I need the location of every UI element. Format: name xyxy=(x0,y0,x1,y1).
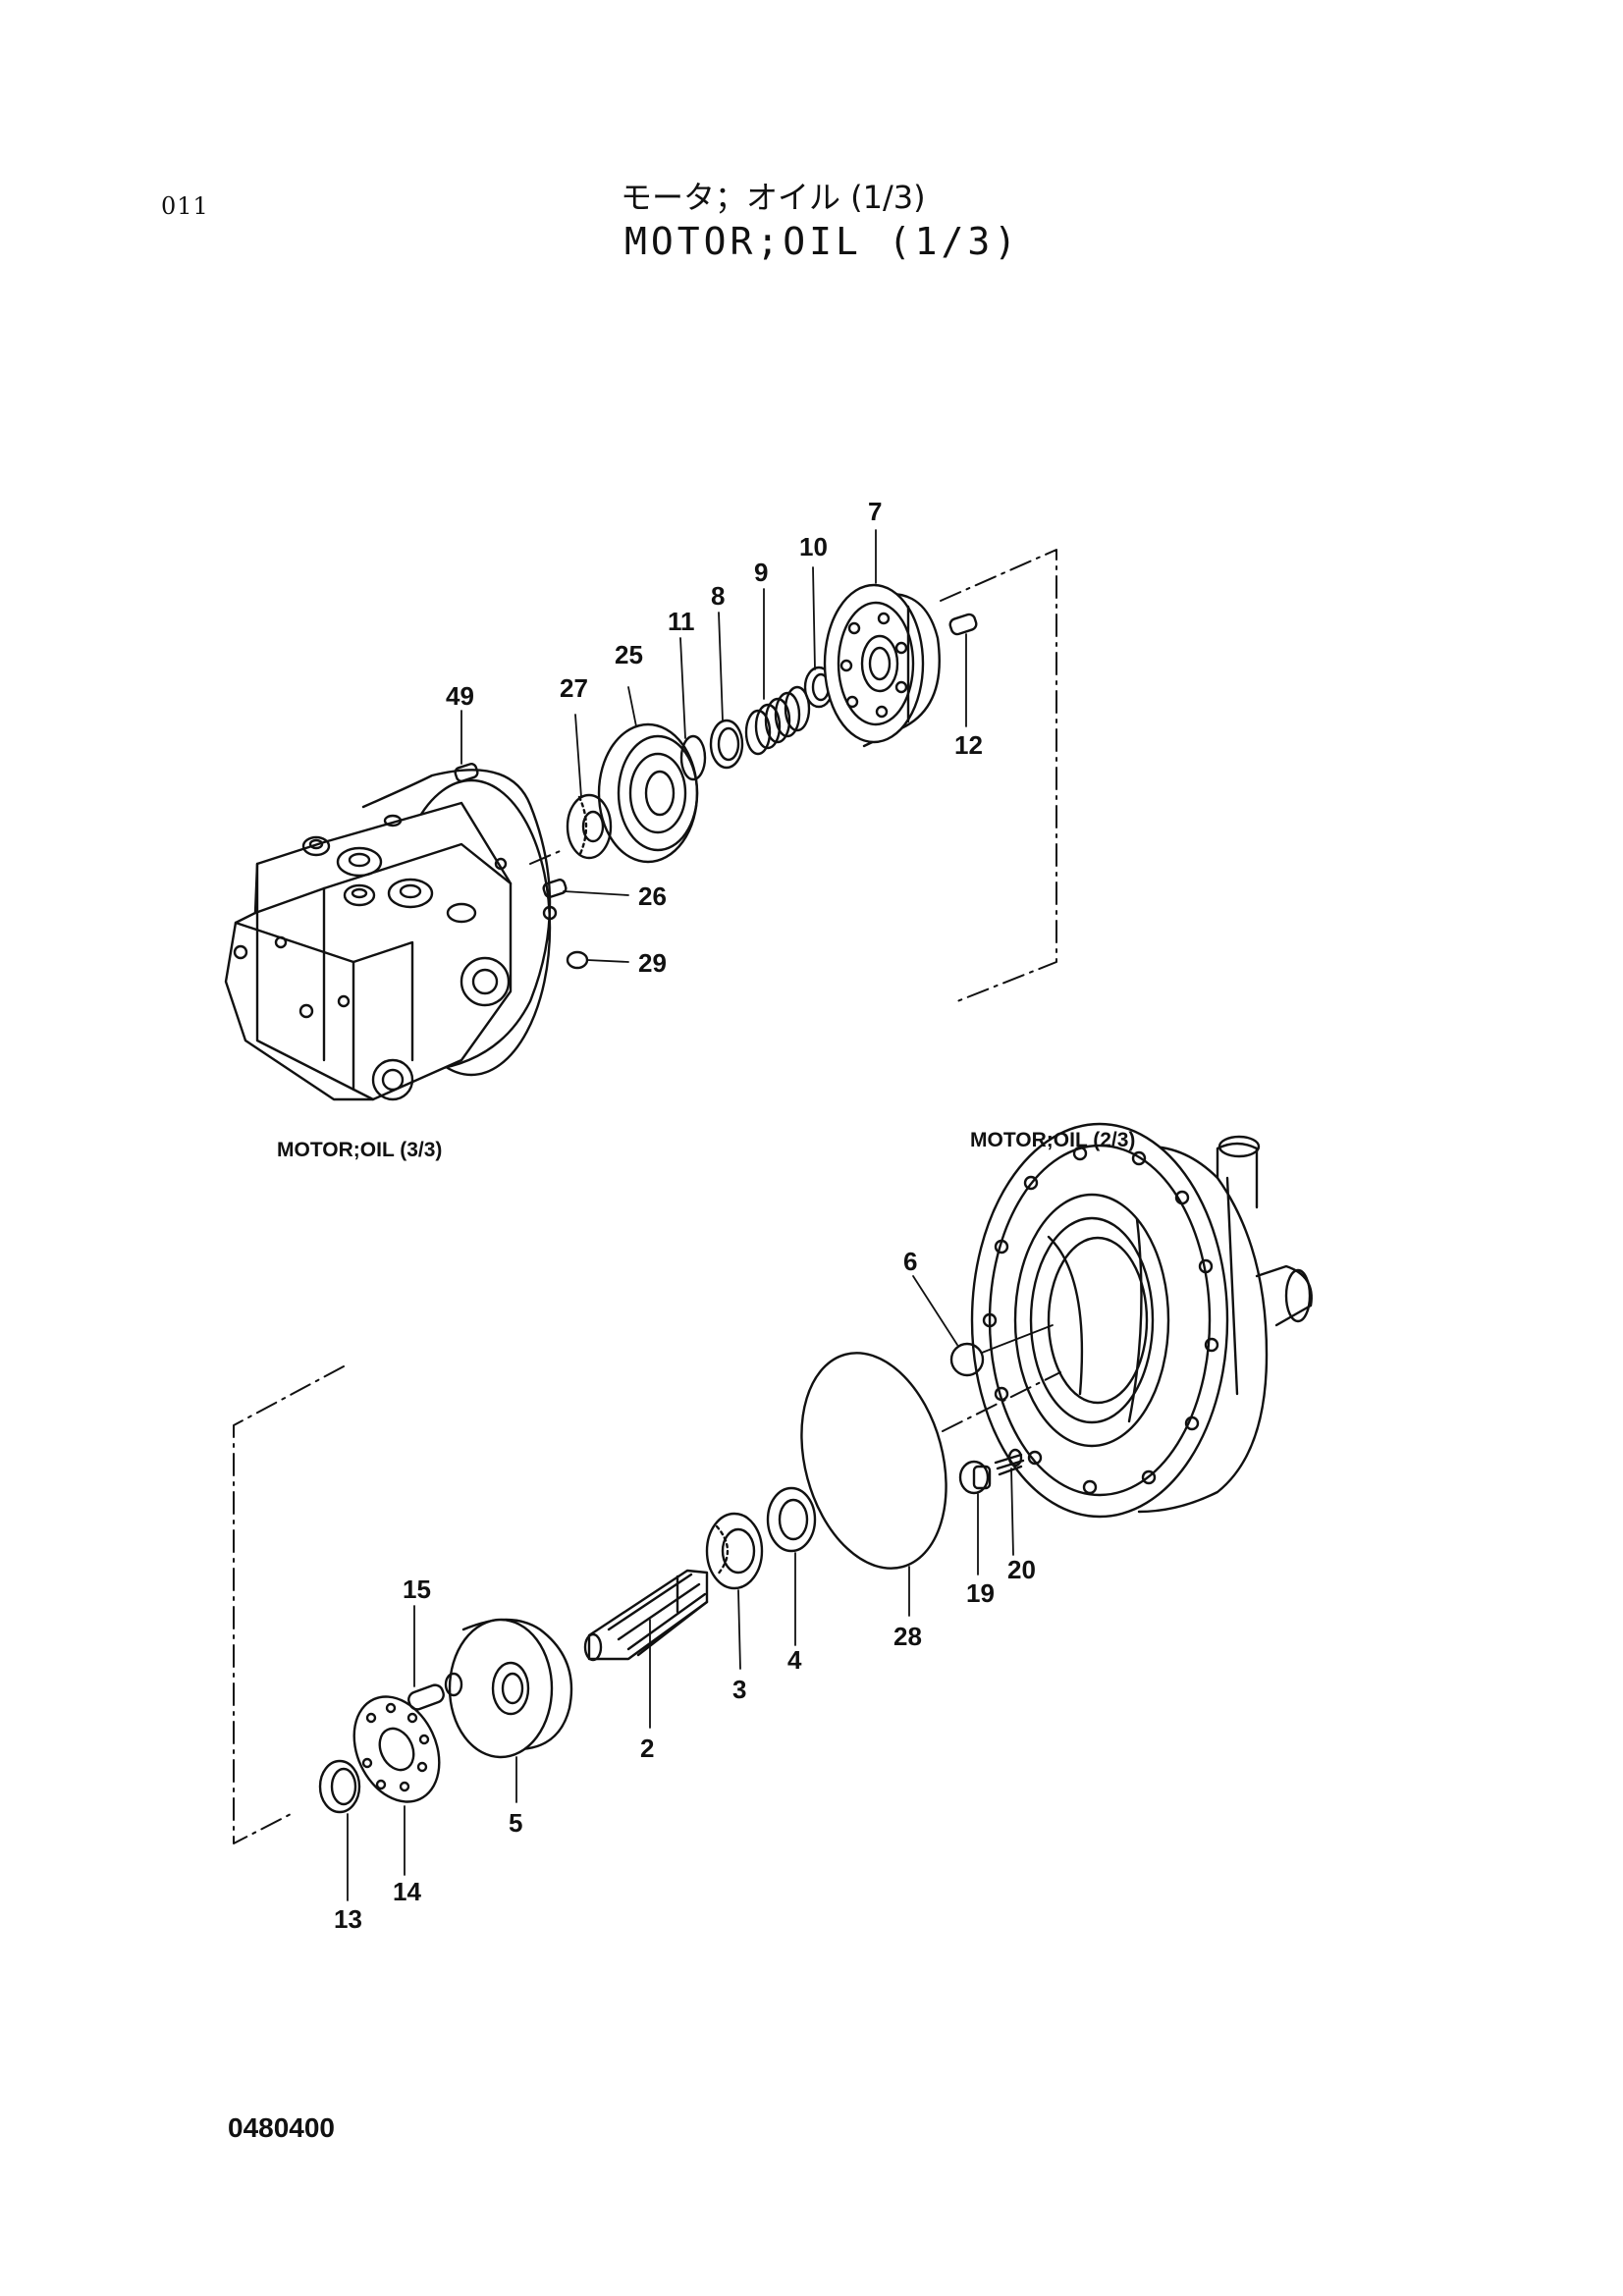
callout-20: 20 xyxy=(1007,1555,1036,1584)
upper-boundary-line xyxy=(940,549,1057,1004)
callout-19: 19 xyxy=(966,1578,995,1608)
callout-29: 29 xyxy=(638,948,667,978)
part-14-plate xyxy=(352,1695,441,1803)
callout-14: 14 xyxy=(393,1877,421,1906)
reference-motor-oil-3-3: MOTOR;OIL (3/3) xyxy=(277,1139,443,1161)
part-13-ring xyxy=(318,1759,361,1814)
part-28-o-ring xyxy=(800,1352,947,1570)
upper-leader-lines xyxy=(460,529,967,963)
callout-11: 11 xyxy=(668,607,695,636)
callout-49: 49 xyxy=(446,681,474,711)
motor-valve-housing xyxy=(224,769,558,1101)
lower-centre-line xyxy=(942,1371,1061,1432)
part-49-pin xyxy=(454,763,479,782)
callout-12: 12 xyxy=(954,730,983,760)
centre-line xyxy=(529,848,566,865)
callout-28: 28 xyxy=(893,1622,922,1651)
part-4-bearing xyxy=(766,1486,817,1553)
callout-15: 15 xyxy=(403,1575,431,1604)
part-25-plate xyxy=(597,722,699,864)
reference-motor-oil-2-3: MOTOR;OIL (2/3) xyxy=(970,1129,1136,1151)
lower-leader-lines xyxy=(347,1275,1014,1901)
callout-10: 10 xyxy=(799,532,828,561)
part-15-pin xyxy=(407,1672,463,1711)
part-27-bearing xyxy=(566,793,613,860)
callout-8: 8 xyxy=(711,581,725,611)
part-5-disc xyxy=(448,1618,573,1759)
callout-13: 13 xyxy=(334,1904,362,1934)
motor-flange-housing xyxy=(970,1122,1313,1519)
part-12-pin xyxy=(948,613,978,636)
part-7-cylinder-block xyxy=(823,583,941,748)
part-6-ball xyxy=(949,1342,985,1377)
callout-7: 7 xyxy=(868,497,882,526)
part-26-pin xyxy=(542,879,568,898)
callout-4: 4 xyxy=(787,1645,802,1675)
page-title-japanese: モータ；オイル (1/3) xyxy=(621,179,926,216)
callout-27: 27 xyxy=(560,673,588,703)
part-29-o-ring xyxy=(566,950,589,970)
lower-boundary-line xyxy=(233,1365,345,1844)
callout-25: 25 xyxy=(615,640,643,669)
part-19-plug xyxy=(958,1460,992,1495)
callout-2: 2 xyxy=(640,1734,654,1763)
part-8-ring xyxy=(709,719,744,770)
callout-5: 5 xyxy=(509,1808,522,1838)
part-11-snap-ring xyxy=(679,734,707,781)
page-title: MOTOR;OIL (1/3) xyxy=(624,220,1021,263)
part-3-bearing xyxy=(705,1512,764,1590)
part-2-shaft xyxy=(583,1569,709,1662)
callout-labels: 7 10 9 8 11 25 27 49 12 26 29 6 15 2 3 4… xyxy=(334,497,1036,1934)
document-code: 0480400 xyxy=(228,2112,336,2143)
callout-9: 9 xyxy=(754,558,768,587)
callout-26: 26 xyxy=(638,881,667,911)
part-20-screw xyxy=(994,1448,1025,1476)
callout-3: 3 xyxy=(732,1675,746,1704)
callout-6: 6 xyxy=(903,1247,917,1276)
page-number: 011 xyxy=(161,192,209,220)
part-9-spring xyxy=(744,685,811,756)
